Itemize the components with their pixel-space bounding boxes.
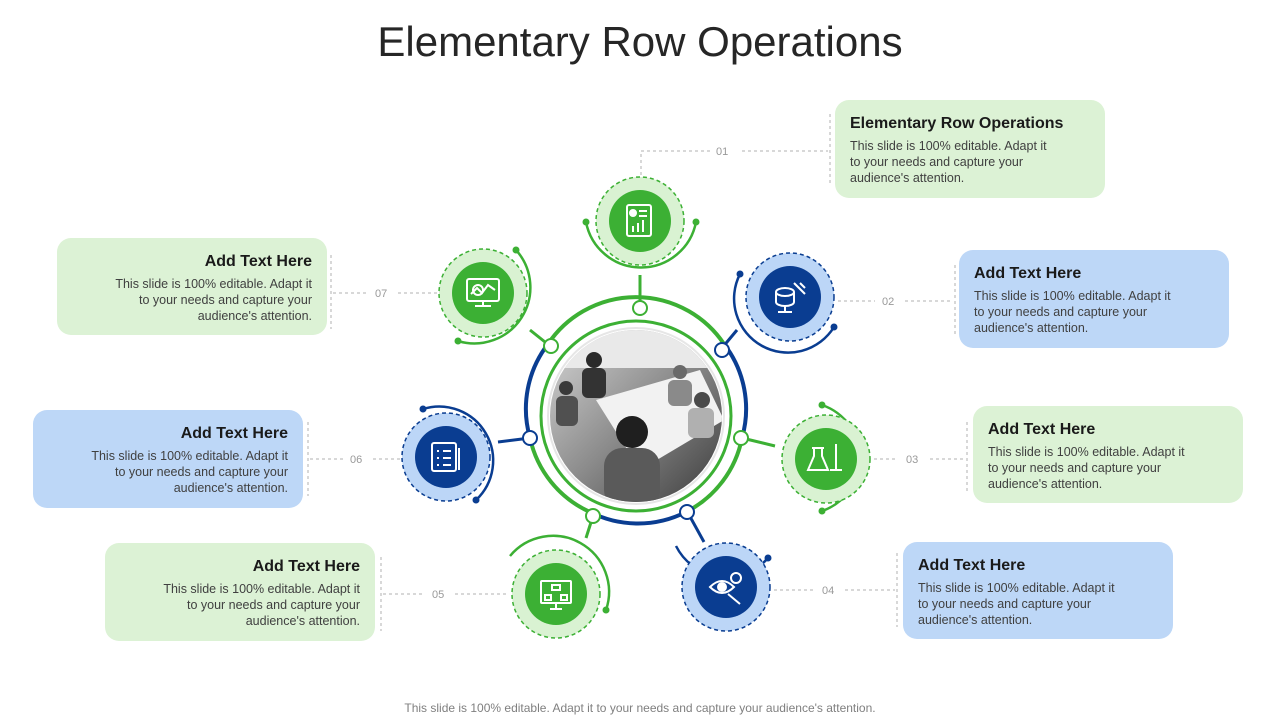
step-04-text: This slide is 100% editable. Adapt it to… (918, 581, 1115, 627)
step-07-text: This slide is 100% editable. Adapt it to… (115, 277, 312, 323)
step-07-heading: Add Text Here (204, 253, 312, 270)
step-05-node (509, 534, 611, 639)
meeting-photo (550, 330, 722, 502)
step-number-01: 01 (716, 146, 728, 158)
step-03-node (781, 401, 871, 515)
center-arc-bottom-left (528, 437, 591, 514)
step-02-heading: Add Text Here (974, 265, 1082, 282)
step-number-05: 05 (432, 589, 444, 601)
step-number-07: 07 (375, 288, 387, 300)
step-01-text: This slide is 100% editable. Adapt it to… (850, 139, 1047, 185)
step-06-card: Add Text Here This slide is 100% editabl… (33, 410, 303, 508)
step-number-03: 03 (906, 454, 918, 466)
lab-flask-icon (806, 444, 842, 471)
center-arc-bottom (589, 510, 687, 526)
step-03-heading: Add Text Here (988, 421, 1096, 438)
slide-footer: This slide is 100% editable. Adapt it to… (404, 701, 876, 715)
step-05-text: This slide is 100% editable. Adapt it to… (163, 582, 360, 628)
step-07-node (438, 246, 532, 345)
step-number-04: 04 (822, 585, 834, 597)
report-chart-icon (626, 204, 652, 237)
slide-title: Elementary Row Operations (377, 18, 903, 65)
step-07-card: Add Text Here This slide is 100% editabl… (57, 238, 327, 335)
checklist-icon (431, 442, 460, 472)
step-06-text: This slide is 100% editable. Adapt it to… (91, 449, 288, 495)
step-05-card: Add Text Here This slide is 100% editabl… (105, 543, 375, 641)
step-02-node (732, 252, 838, 354)
step-03-card: Add Text Here This slide is 100% editabl… (973, 406, 1243, 503)
center-arc-top (546, 295, 726, 346)
step-01-heading: Elementary Row Operations (850, 115, 1064, 132)
center-arc-right (722, 342, 749, 439)
step-02-card: Add Text Here This slide is 100% editabl… (959, 250, 1229, 348)
step-05-heading: Add Text Here (252, 558, 360, 575)
step-03-text: This slide is 100% editable. Adapt it to… (988, 445, 1185, 491)
step-04-card: Add Text Here This slide is 100% editabl… (903, 542, 1173, 639)
flowchart-board-icon (540, 580, 572, 610)
step-01-node (582, 176, 700, 269)
monitor-analytics-icon (466, 278, 500, 307)
step-06-node (401, 405, 495, 504)
step-02-text: This slide is 100% editable. Adapt it to… (974, 289, 1171, 335)
database-tools-icon (775, 282, 806, 313)
step-06-heading: Add Text Here (180, 425, 288, 442)
center-arc-left (523, 342, 550, 439)
step-04-heading: Add Text Here (918, 557, 1026, 574)
center-arc-bottom-right (685, 437, 744, 514)
eye-gear-icon (708, 572, 742, 605)
step-number-02: 02 (882, 296, 894, 308)
step-04-node (674, 542, 772, 632)
step-number-06: 06 (350, 454, 362, 466)
step-01-card: Elementary Row Operations This slide is … (835, 100, 1105, 198)
